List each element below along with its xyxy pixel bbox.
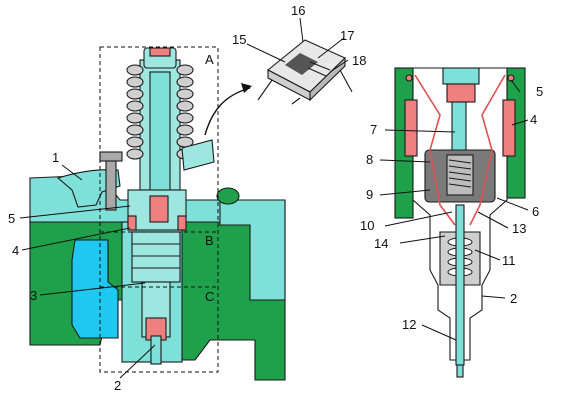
detail-label-15: 15 (232, 32, 246, 47)
right-label-11: 11 (502, 253, 516, 268)
right-label-2: 2 (510, 291, 517, 306)
nozzle-tip-seat (456, 364, 464, 378)
left-label-2: 2 (114, 378, 121, 393)
left-label-3: 3 (30, 288, 37, 303)
right-label-7: 7 (370, 122, 377, 137)
detail-legs (257, 69, 353, 105)
cylinder-head-cutaway: A B C 1 2 3 4 5 (8, 46, 286, 393)
detail-label-16: 16 (291, 3, 305, 18)
top-o-ring-right (507, 74, 515, 82)
o-ring-lower (177, 215, 187, 231)
injector-section-view: 2 4 5 6 7 8 9 10 11 12 13 14 (360, 67, 543, 378)
passage-hole (216, 187, 240, 205)
detail-label-18: 18 (352, 53, 366, 68)
electrical-connector (181, 139, 215, 171)
detail-label-17: 17 (340, 28, 354, 43)
top-cyan-cap (442, 67, 480, 85)
right-label-6: 6 (532, 204, 539, 219)
right-label-9: 9 (366, 187, 373, 202)
nozzle-needle (455, 204, 465, 366)
inner-red-seal (149, 195, 169, 223)
nozzle-tip (150, 335, 162, 365)
right-label-12: 12 (402, 317, 416, 332)
injector-plunger (149, 71, 171, 193)
left-label-5: 5 (8, 211, 15, 226)
red-top-cap (149, 47, 171, 57)
right-label-5: 5 (536, 84, 543, 99)
section-letter-c: C (205, 289, 214, 304)
right-label-10: 10 (360, 218, 374, 233)
left-label-1: 1 (52, 150, 59, 165)
head-right-face (219, 199, 286, 301)
clamp-bolt-head (99, 151, 123, 162)
right-label-4: 4 (530, 112, 537, 127)
right-red-seal (502, 99, 516, 157)
fuel-path-left (414, 74, 456, 226)
injector-barrel (131, 231, 181, 283)
plunger-rod (451, 101, 467, 153)
detail-code-patch (285, 53, 318, 75)
right-label-14: 14 (374, 236, 388, 251)
detail-arrow (204, 87, 251, 136)
left-red-seal (404, 99, 418, 157)
fuel-path-right (469, 74, 506, 226)
connector-detail: 15 16 17 18 (232, 3, 366, 105)
valve-spring (448, 159, 472, 188)
top-o-ring-left (405, 74, 413, 82)
section-letter-b: B (205, 233, 214, 248)
right-label-8: 8 (366, 152, 373, 167)
section-letter-a: A (205, 52, 214, 67)
left-label-4: 4 (12, 243, 19, 258)
detail-arrow-head (241, 83, 252, 93)
o-ring-upper (127, 215, 137, 231)
right-label-13: 13 (512, 221, 526, 236)
top-red-block (446, 83, 476, 103)
clamp-bolt (105, 157, 117, 211)
left-injector (126, 47, 215, 365)
